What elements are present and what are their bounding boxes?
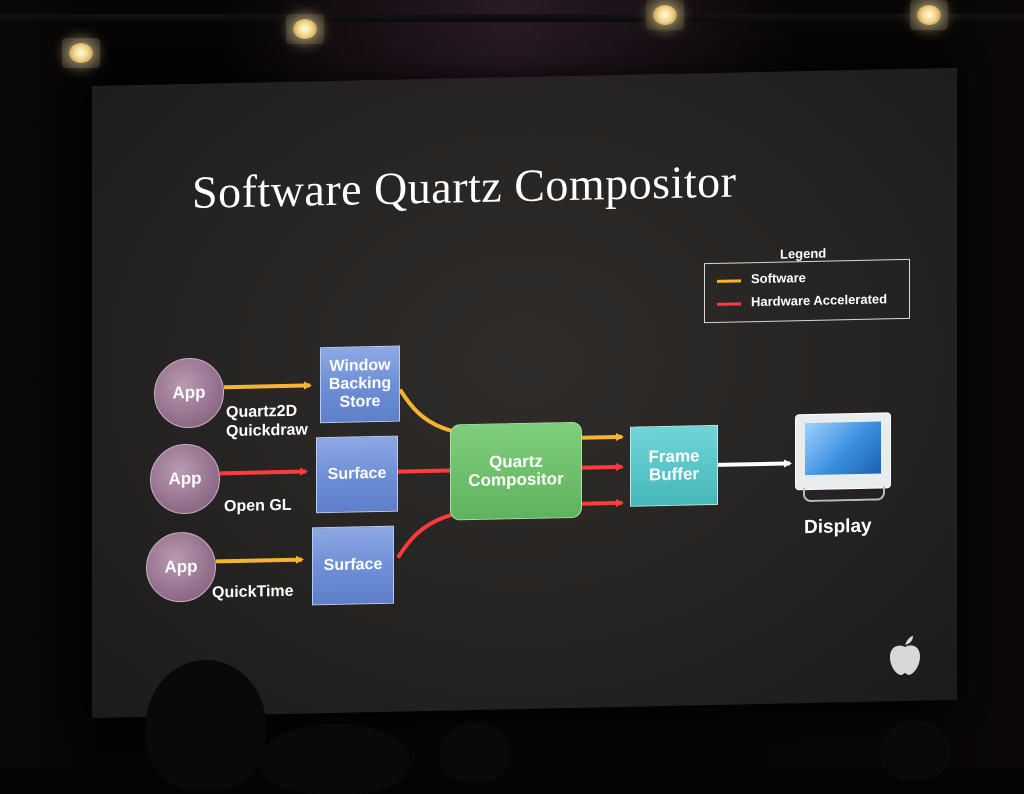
display-label: Display (804, 515, 872, 539)
arrow-app2-to-surface (220, 467, 308, 476)
api-label: QuickTime (212, 582, 294, 602)
api-label: Quartz2D Quickdraw (226, 402, 308, 441)
lighting-truss (0, 14, 1024, 22)
audience-head (260, 724, 410, 794)
projection-screen: Software Quartz Compositor Legend Softwa… (92, 67, 957, 718)
surface-box: Surface (316, 435, 398, 514)
arrow-app3-to-surface (216, 555, 304, 564)
arrow-app1-to-backing-store (224, 381, 312, 390)
frame-buffer-box: Frame Buffer (630, 424, 718, 507)
audience-head (146, 660, 266, 790)
apple-logo-icon (890, 635, 920, 676)
monitor-icon (795, 412, 895, 504)
audience-head (880, 720, 950, 780)
surface-box: Surface (312, 525, 394, 606)
audience-head (440, 722, 510, 782)
window-backing-store-box: Window Backing Store (320, 345, 400, 424)
arrow-frame-buffer-to-display (717, 459, 792, 468)
api-label: Open GL (224, 496, 292, 516)
quartz-compositor-box: Quartz Compositor (450, 421, 582, 521)
